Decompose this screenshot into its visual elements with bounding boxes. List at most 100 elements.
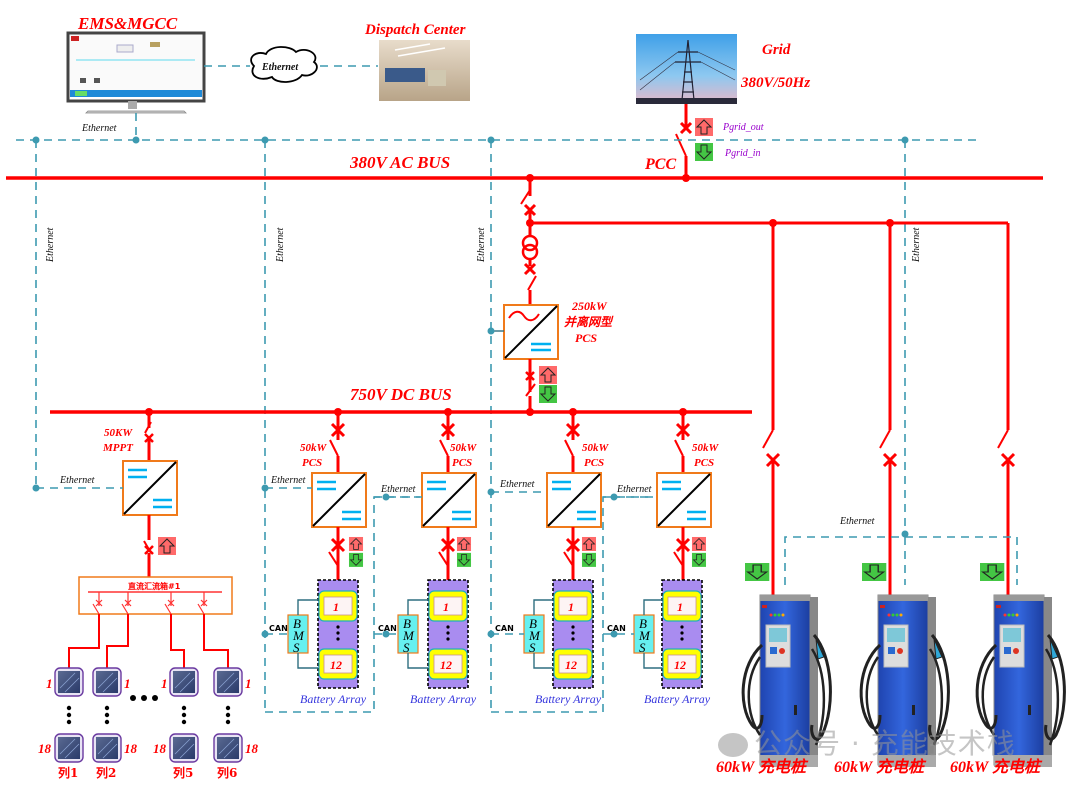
pv-column: 1 18 列5	[153, 667, 199, 780]
main-pcs-converter	[503, 304, 559, 360]
ems-monitor	[66, 31, 206, 114]
storage-pcs-name: PCS	[452, 457, 472, 469]
pv-first-index: 1	[124, 676, 131, 691]
bms-letter: S	[639, 640, 646, 655]
pv-last-index: 18	[38, 741, 52, 756]
storage-ethernet-label: Ethernet	[616, 484, 652, 495]
wechat-icon	[718, 733, 748, 757]
pv-last-index: 18	[153, 741, 167, 756]
can-label: CAN	[378, 624, 397, 633]
bms-letter: M	[292, 628, 305, 643]
bms-letter: S	[403, 640, 410, 655]
watermark-text: 公众号 · 充能技术栈	[754, 727, 1016, 760]
pgrid-out-label: Pgrid_out	[722, 122, 764, 133]
grid-label: Grid	[762, 42, 791, 58]
mppt-converter	[121, 459, 179, 517]
storage-pcs-rating: 50kW	[300, 442, 328, 454]
transformer-icon	[521, 234, 539, 261]
battery-cell-last: 12	[330, 658, 342, 672]
storage-up-arrow-icon	[456, 536, 472, 552]
pv-panel-icon	[169, 667, 199, 697]
ems-ethernet-label: Ethernet	[81, 123, 117, 134]
bms-letter: B	[403, 616, 411, 631]
storage-pcs-converter	[310, 471, 368, 529]
battery-array-label: Battery Array	[535, 692, 602, 706]
pv-last-index: 18	[245, 741, 259, 756]
storage-ethernet-label: Ethernet	[270, 475, 306, 486]
battery-cell-first: 1	[333, 600, 339, 614]
charger-branch	[979, 223, 1016, 595]
charger-label: 60kW 充电桩	[950, 758, 1043, 776]
battery-cell-last: 12	[674, 658, 686, 672]
ethernet-label-4: Ethernet	[911, 227, 922, 263]
dc-combiner-box	[78, 576, 233, 615]
storage-pcs-rating: 50kW	[450, 442, 478, 454]
charger-down-arrow-icon	[744, 562, 770, 582]
battery-array-label: Battery Array	[410, 692, 477, 706]
charger-down-arrow-icon	[861, 562, 887, 582]
pv-panel-icon	[169, 733, 199, 763]
pv-panel-icon	[213, 733, 243, 763]
mppt-rating: 50KW	[104, 427, 133, 439]
battery-array-label: Battery Array	[300, 692, 367, 706]
storage-pcs-name: PCS	[584, 457, 604, 469]
storage-pcs-converter	[545, 471, 603, 529]
battery-cell-first: 1	[568, 600, 574, 614]
bms-letter: M	[638, 628, 651, 643]
combiner-label: 直流汇流箱#1	[128, 581, 181, 591]
bms-letter: S	[529, 640, 536, 655]
storage-down-arrow-icon	[691, 552, 707, 568]
pv-panel-icon	[213, 667, 243, 697]
bms-letter: B	[639, 616, 647, 631]
can-label: CAN	[607, 624, 626, 633]
bms-letter: S	[293, 640, 300, 655]
charger-branch	[861, 223, 898, 595]
watermark: 公众号 · 充能技术栈	[718, 722, 1016, 762]
ac-bus-label: 380V AC BUS	[349, 153, 450, 172]
grid-export-arrow-icon	[694, 117, 714, 137]
pv-first-index: 1	[46, 676, 53, 691]
dc-bus-label: 750V DC BUS	[350, 385, 452, 404]
dispatch-center-image	[379, 40, 470, 101]
battery-cell-last: 12	[440, 658, 452, 672]
storage-down-arrow-icon	[581, 552, 597, 568]
ethernet-label-2: Ethernet	[275, 227, 286, 263]
can-label: CAN	[269, 624, 288, 633]
pv-column-label: 列6	[217, 765, 237, 780]
storage-pcs-rating: 50kW	[582, 442, 610, 454]
main-pcs-name: PCS	[575, 331, 597, 345]
grid-tower-image	[636, 34, 737, 104]
grid-import-arrow-icon	[694, 142, 714, 162]
charger-label: 60kW 充电桩	[716, 758, 809, 776]
cloud-ethernet-label: Ethernet	[261, 62, 299, 73]
storage-pcs-converter	[655, 471, 713, 529]
storage-down-arrow-icon	[348, 552, 364, 568]
charger-branch	[744, 223, 781, 595]
battery-cell-first: 1	[443, 600, 449, 614]
can-label: CAN	[495, 624, 514, 633]
storage-ethernet-label: Ethernet	[499, 479, 535, 490]
dispatch-center-label: Dispatch Center	[364, 22, 466, 38]
pv-panel-icon	[54, 667, 84, 697]
pv-panel-icon	[54, 733, 84, 763]
more-columns-ellipsis	[130, 695, 158, 701]
ethernet-cloud-icon	[250, 46, 318, 83]
battery-array-label: Battery Array	[644, 692, 711, 706]
ems-label: EMS&MGCC	[77, 14, 178, 33]
main-pcs-rating: 250kW	[571, 299, 608, 313]
bms-letter: B	[293, 616, 301, 631]
storage-pcs-name: PCS	[694, 457, 714, 469]
pv-first-index: 1	[161, 676, 168, 691]
bms-letter: M	[402, 628, 415, 643]
main-pcs-type: 并离网型	[564, 315, 614, 329]
mppt-name: MPPT	[102, 442, 134, 454]
charger-down-arrow-icon	[979, 562, 1005, 582]
pv-column-label: 列5	[173, 765, 193, 780]
battery-cell-first: 1	[677, 600, 683, 614]
